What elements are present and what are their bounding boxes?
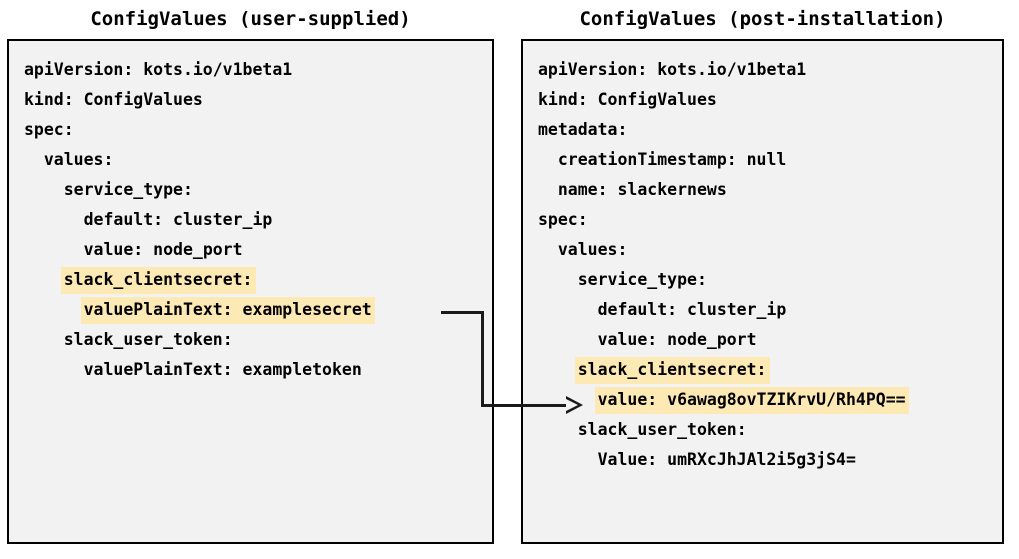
code-indent (21, 180, 61, 199)
code-text: name: slackernews (557, 180, 727, 199)
code-line: value: v6awag8ovTZIKrvU/Rh4PQ== (523, 385, 1002, 415)
code-text: default: cluster_ip (597, 300, 787, 319)
code-indent (535, 180, 555, 199)
code-text: slack_clientsecret: (574, 357, 770, 384)
code-line: default: cluster_ip (523, 295, 1002, 325)
code-line: kind: ConfigValues (523, 85, 1002, 115)
code-text: kind: ConfigValues (24, 90, 203, 109)
code-line: spec: (523, 205, 1002, 235)
code-line: valuePlainText: exampletoken (9, 355, 492, 385)
code-indent (21, 300, 81, 319)
code-indent (535, 270, 575, 289)
code-line: default: cluster_ip (9, 205, 492, 235)
code-indent (535, 150, 555, 169)
code-line: Value: umRXcJhJAl2i5g3jS4= (523, 445, 1002, 475)
code-indent (21, 210, 81, 229)
code-text: spec: (24, 120, 74, 139)
code-text: value: node_port (597, 330, 757, 349)
code-text: creationTimestamp: null (557, 150, 787, 169)
code-indent (21, 150, 41, 169)
code-line: metadata: (523, 115, 1002, 145)
code-text: value: node_port (83, 240, 243, 259)
code-text: default: cluster_ip (83, 210, 273, 229)
code-line: value: node_port (9, 235, 492, 265)
code-text: valuePlainText: examplesecret (80, 297, 375, 324)
connector-arrowhead-inner-icon (566, 399, 578, 411)
code-line: spec: (9, 115, 492, 145)
left-panel-title: ConfigValues (user-supplied) (90, 8, 411, 30)
code-text: service_type: (63, 180, 193, 199)
code-text: slack_user_token: (577, 420, 747, 439)
right-panel-post-installation: apiVersion: kots.io/v1beta1 kind: ConfigV… (521, 39, 1004, 544)
code-indent (21, 330, 61, 349)
code-text: spec: (538, 210, 588, 229)
right-panel-code-block: apiVersion: kots.io/v1beta1 kind: ConfigV… (523, 41, 1002, 475)
code-indent (21, 360, 81, 379)
connector-segment-horizontal-top (441, 311, 484, 314)
code-text: metadata: (538, 120, 628, 139)
code-text: slack_user_token: (63, 330, 233, 349)
code-text: kind: ConfigValues (538, 90, 717, 109)
code-indent (535, 360, 575, 379)
connector-segment-vertical (481, 311, 484, 407)
code-text: slack_clientsecret: (60, 267, 256, 294)
code-line: slack_clientsecret: (523, 355, 1002, 385)
code-indent (535, 330, 595, 349)
connector-segment-horizontal-bottom (481, 404, 569, 407)
code-line: slack_user_token: (9, 325, 492, 355)
code-text: valuePlainText: exampletoken (83, 360, 362, 379)
code-line: slack_user_token: (523, 415, 1002, 445)
code-text: values: (43, 150, 114, 169)
code-indent (21, 240, 81, 259)
code-line: name: slackernews (523, 175, 1002, 205)
code-indent (535, 300, 595, 319)
code-line: kind: ConfigValues (9, 85, 492, 115)
code-text: Value: umRXcJhJAl2i5g3jS4= (597, 450, 856, 469)
left-panel-code-block: apiVersion: kots.io/v1beta1 kind: ConfigV… (9, 41, 492, 385)
left-panel-user-supplied: apiVersion: kots.io/v1beta1 kind: ConfigV… (7, 39, 494, 544)
code-line: values: (523, 235, 1002, 265)
code-indent (21, 270, 61, 289)
code-line: service_type: (523, 265, 1002, 295)
code-line: creationTimestamp: null (523, 145, 1002, 175)
code-text: apiVersion: kots.io/v1beta1 (24, 60, 293, 79)
code-line: apiVersion: kots.io/v1beta1 (523, 55, 1002, 85)
code-indent (535, 240, 555, 259)
code-line: service_type: (9, 175, 492, 205)
code-indent (535, 420, 575, 439)
code-line: valuePlainText: examplesecret (9, 295, 492, 325)
code-line: apiVersion: kots.io/v1beta1 (9, 55, 492, 85)
code-indent (535, 450, 595, 469)
code-text: value: v6awag8ovTZIKrvU/Rh4PQ== (594, 387, 909, 414)
code-line: slack_clientsecret: (9, 265, 492, 295)
code-text: apiVersion: kots.io/v1beta1 (538, 60, 807, 79)
code-text: service_type: (577, 270, 707, 289)
code-line: value: node_port (523, 325, 1002, 355)
code-line: values: (9, 145, 492, 175)
code-text: values: (557, 240, 628, 259)
right-panel-title: ConfigValues (post-installation) (579, 8, 946, 30)
